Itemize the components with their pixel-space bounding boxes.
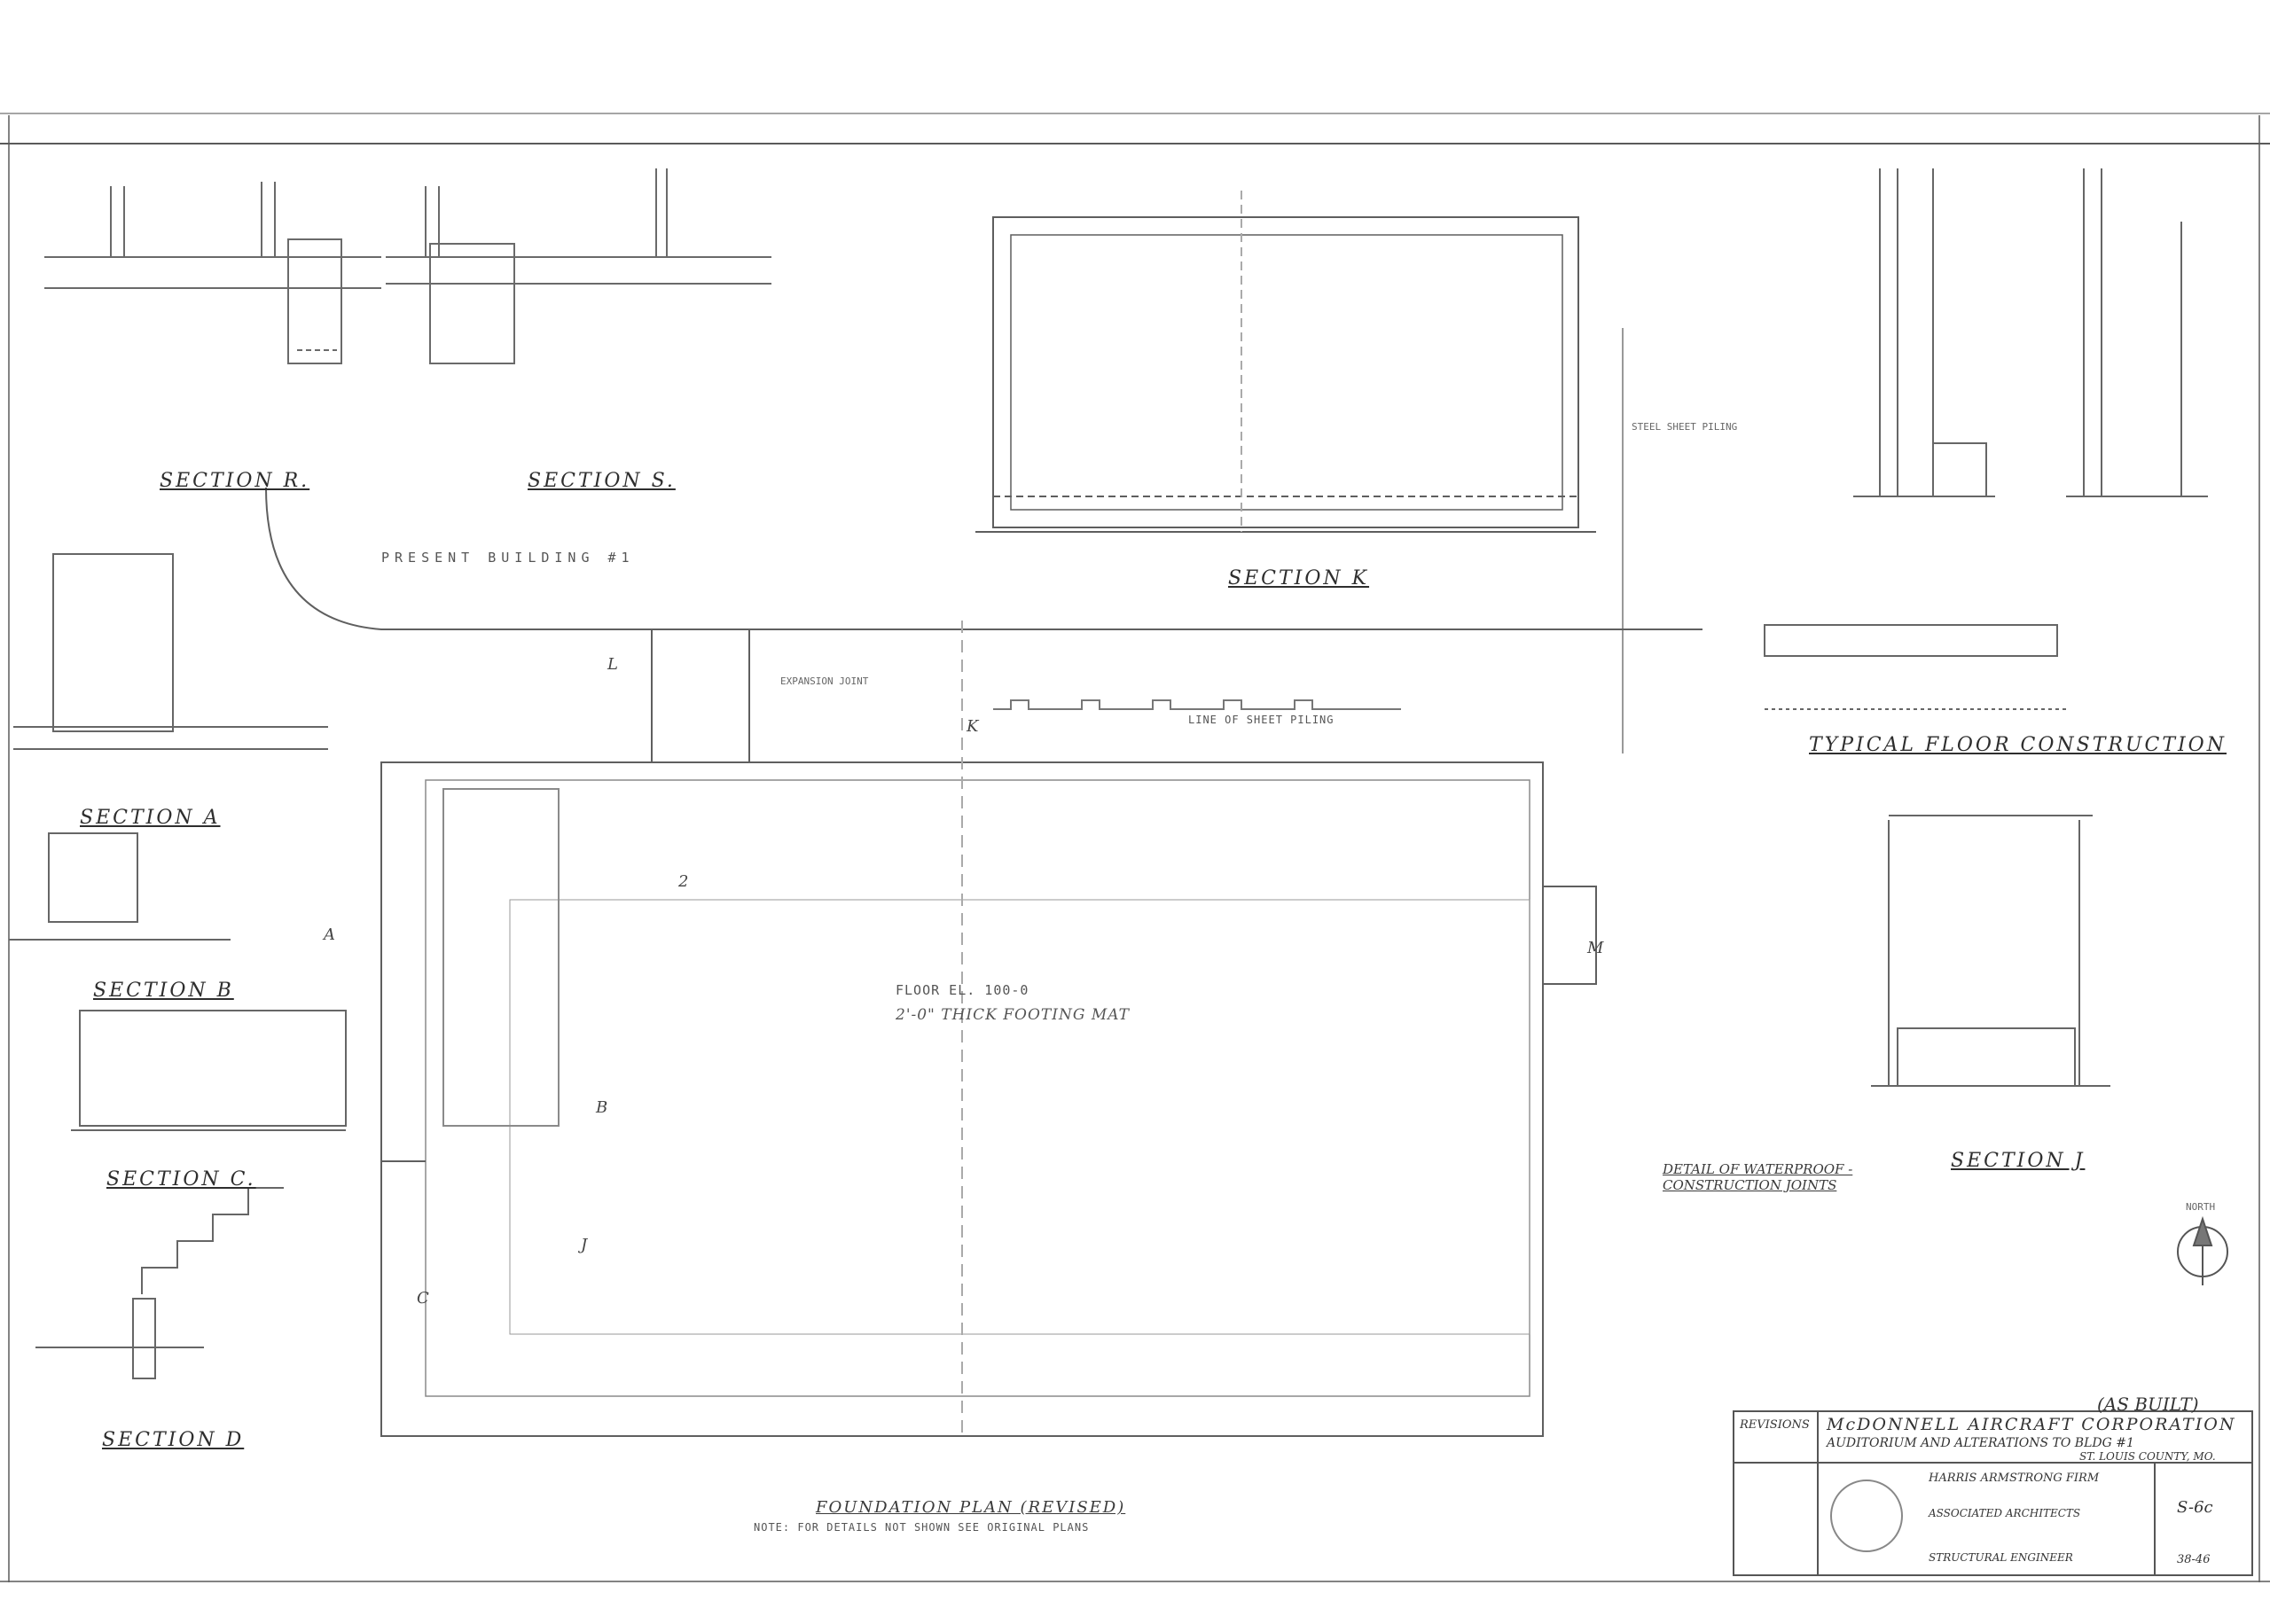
typical-floor-title: TYPICAL FLOOR CONSTRUCTION [1809,734,2227,756]
steel-sheet-piling-label: STEEL SHEET PILING [1632,421,1738,433]
waterproof-detail-title: DETAIL OF WATERPROOF - CONSTRUCTION JOIN… [1663,1161,1853,1193]
sheet-total: 38-46 [2177,1553,2211,1566]
plan-marker-J: J [577,1236,589,1254]
associated-architects: ASSOCIATED ARCHITECTS [1929,1507,2081,1519]
title-block-frame [1733,1410,2253,1576]
section-j-drawing [1871,815,2110,1087]
project-title: AUDITORIUM AND ALTERATIONS TO BLDG #1 [1827,1436,2134,1450]
section-b-title: SECTION B [93,980,234,1002]
section-r-title: SECTION R. [160,470,310,492]
right-sections-drawing [1622,168,2208,753]
section-k-title: SECTION K [1228,567,1370,589]
as-built-label: (AS BUILT) [2097,1394,2199,1415]
north-arrow-icon [2177,1215,2228,1285]
plan-marker-K: K [966,717,980,736]
typical-floor-drawing [1764,624,2066,710]
section-j-title: SECTION J [1951,1150,2086,1172]
plan-marker-L: L [607,655,618,674]
plan-marker-M: M [1586,939,1604,957]
section-a-title: SECTION A [80,807,221,829]
foundation-plan-note: NOTE: FOR DETAILS NOT SHOWN SEE ORIGINAL… [754,1521,1090,1534]
section-c-title: SECTION C. [106,1168,256,1191]
architect-firm: HARRIS ARMSTRONG FIRM [1929,1472,2100,1485]
north-label: NORTH [2186,1201,2216,1213]
sheet-border [0,113,2270,1582]
revisions-label: REVISIONS [1740,1418,1810,1432]
footing-mat-label: 2'-0" THICK FOOTING MAT [896,1006,1130,1024]
plan-marker-2: 2 [677,872,688,891]
company-name: McDONNELL AIRCRAFT CORPORATION [1827,1415,2236,1434]
left-sections-drawing [9,553,347,1379]
section-r-drawing [44,182,381,364]
plan-marker-B: B [595,1098,607,1117]
section-k-drawing [975,191,1596,533]
project-location: ST. LOUIS COUNTY, MO. [2079,1450,2216,1463]
plan-marker-A: A [322,925,335,944]
plan-markers: A B C J K M 2 L [322,655,1604,1308]
section-s-drawing [386,168,771,364]
foundation-plan-title: FOUNDATION PLAN (REVISED) [816,1498,1126,1517]
foundation-plan-drawing [265,487,1702,1437]
section-d-title: SECTION D [102,1429,245,1451]
floor-elevation-label: FLOOR EL. 100-0 [896,982,1029,998]
sheet-number: S-6c [2177,1498,2213,1517]
plan-marker-C: C [417,1289,429,1308]
present-building-label: PRESENT BUILDING #1 [381,550,635,566]
expansion-joint-label: EXPANSION JOINT [780,675,869,687]
line-of-sheet-piling-label: LINE OF SHEET PILING [1188,714,1335,726]
section-s-title: SECTION S. [528,470,676,492]
structural-engineer: STRUCTURAL ENGINEER [1929,1551,2073,1564]
